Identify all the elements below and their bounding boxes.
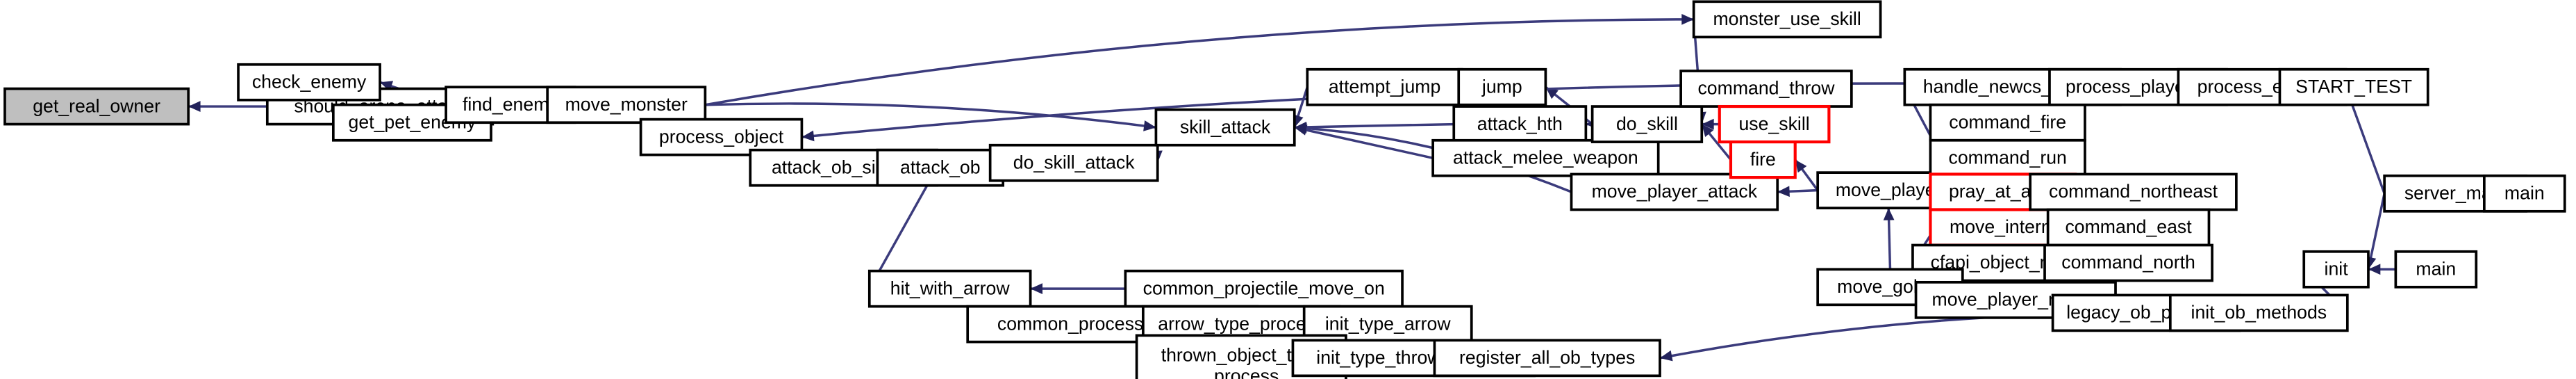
graph-node-attack_hth[interactable]: attack_hth [1452, 105, 1588, 143]
call-edge [705, 18, 1694, 106]
node-box[interactable] [1570, 172, 1779, 211]
graph-node-START_TEST[interactable]: START_TEST [2278, 67, 2429, 106]
graph-node-move_player_attack[interactable]: move_player_attack [1570, 172, 1779, 211]
node-box[interactable] [1452, 105, 1588, 143]
graph-node-command_fire[interactable]: command_fire [1929, 103, 2086, 142]
edge-arrowhead [1702, 118, 1714, 130]
nodes-layer: get_real_ownershould_arena_attackcheck_e… [3, 0, 2566, 379]
node-box[interactable] [1718, 104, 1831, 144]
node-box[interactable] [2483, 174, 2566, 213]
edge-arrowhead [188, 101, 201, 112]
call-edge [705, 102, 1156, 129]
node-box[interactable] [867, 269, 1032, 308]
edge-arrowhead [1681, 13, 1694, 25]
node-box[interactable] [1729, 140, 1797, 179]
edge-arrowhead [1702, 124, 1714, 138]
edge-arrowhead [801, 130, 815, 142]
edge-arrowhead [1545, 87, 1559, 99]
call-edge [1294, 122, 1454, 129]
edge-arrowhead [1030, 283, 1042, 295]
node-box[interactable] [1929, 103, 2086, 142]
graph-node-command_northeast[interactable]: command_northeast [2029, 172, 2238, 211]
node-box[interactable] [1124, 269, 1404, 308]
node-box[interactable] [3, 87, 190, 126]
graph-node-command_east[interactable]: command_east [2046, 208, 2211, 247]
graph-node-get_real_owner[interactable]: get_real_owner [3, 87, 190, 126]
graph-node-attempt_jump[interactable]: attempt_jump [1306, 67, 1463, 106]
graph-node-do_skill_attack[interactable]: do_skill_attack [988, 143, 1159, 182]
edge-arrowhead [1883, 208, 1895, 220]
node-box[interactable] [2168, 293, 2349, 332]
node-box[interactable] [876, 148, 1005, 187]
graph-node-command_north[interactable]: command_north [2043, 243, 2213, 282]
node-box[interactable] [1457, 67, 1547, 106]
graph-node-main_bottom[interactable]: main [2394, 250, 2478, 289]
node-box[interactable] [1692, 0, 1882, 39]
edge-arrowhead [1659, 350, 1673, 362]
node-box[interactable] [1590, 105, 1704, 143]
call-edge [1294, 126, 1434, 159]
graph-node-register_all_ob_types[interactable]: register_all_ob_types [1433, 339, 1661, 378]
node-box[interactable] [1679, 70, 1853, 108]
node-box[interactable] [2043, 243, 2213, 282]
graph-node-hit_with_arrow[interactable]: hit_with_arrow [867, 269, 1032, 308]
node-box[interactable] [639, 118, 804, 156]
edge-arrowhead [1294, 122, 1307, 134]
node-box[interactable] [2046, 208, 2211, 247]
node-box[interactable] [546, 86, 707, 124]
node-box[interactable] [1929, 138, 2086, 177]
graph-node-common_projectile_move_on[interactable]: common_projectile_move_on [1124, 269, 1404, 308]
graph-node-init[interactable]: init [2302, 250, 2370, 289]
edge-arrowhead [1795, 159, 1807, 173]
graph-node-main_top[interactable]: main [2483, 174, 2566, 213]
graph-node-check_enemy[interactable]: check_enemy [237, 63, 381, 102]
graph-node-move_monster[interactable]: move_monster [546, 86, 707, 124]
node-box[interactable] [1431, 138, 1660, 177]
node-box[interactable] [2394, 250, 2478, 289]
graph-node-use_skill[interactable]: use_skill [1718, 104, 1831, 144]
graph-node-monster_use_skill[interactable]: monster_use_skill [1692, 0, 1882, 39]
node-box[interactable] [1154, 108, 1296, 147]
graph-node-do_skill[interactable]: do_skill [1590, 105, 1704, 143]
graph-node-command_run[interactable]: command_run [1929, 138, 2086, 177]
graph-node-jump[interactable]: jump [1457, 67, 1547, 106]
node-box[interactable] [2278, 67, 2429, 106]
graph-node-attack_ob[interactable]: attack_ob [876, 148, 1005, 187]
graph-node-command_throw[interactable]: command_throw [1679, 70, 1853, 108]
edge-arrowhead [1143, 120, 1156, 131]
node-box[interactable] [1306, 67, 1463, 106]
node-box[interactable] [1433, 339, 1661, 378]
graph-node-init_ob_methods[interactable]: init_ob_methods [2168, 293, 2349, 332]
edge-arrowhead [1777, 186, 1790, 197]
node-box[interactable] [2029, 172, 2238, 211]
graph-node-skill_attack[interactable]: skill_attack [1154, 108, 1296, 147]
node-box[interactable] [237, 63, 381, 102]
node-box[interactable] [2302, 250, 2370, 289]
node-box[interactable] [988, 143, 1159, 182]
graph-node-attack_melee_weapon[interactable]: attack_melee_weapon [1431, 138, 1660, 177]
edge-arrowhead [2368, 264, 2381, 275]
graph-node-fire[interactable]: fire [1729, 140, 1797, 179]
call-edge [868, 167, 938, 289]
call-edge [2367, 193, 2386, 270]
